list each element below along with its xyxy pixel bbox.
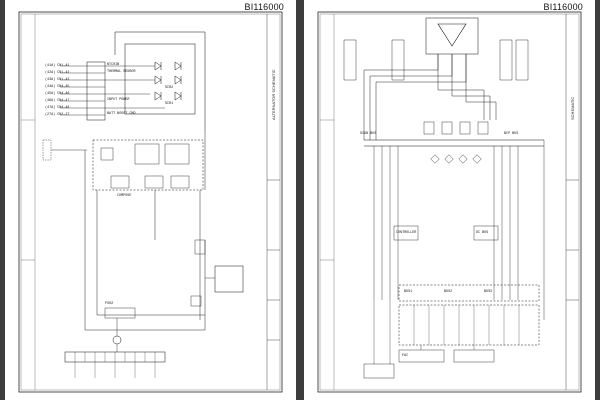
block-label: COMPOSE [117, 194, 132, 198]
title-block-text: SCHEMATIC [570, 96, 575, 120]
terminal-label: NTC0IB [107, 63, 120, 67]
block-label: CONTROLLER [396, 231, 417, 235]
terminal-label: THERMAL SENSOR [107, 70, 136, 74]
schematic-sheet-left: BI116000 (41A) CN1-41 (42A) CN1-42 (43A)… [5, 0, 296, 400]
connector-label: BUS1 [404, 290, 413, 294]
terminal-label: INPUT POWER [107, 98, 130, 102]
block-label: BATT BOOST CMD [107, 112, 136, 116]
schematic-drawing-left [18, 11, 283, 393]
drawing-code: BI116000 [543, 2, 583, 12]
title-block-text: ALTERNATOR SCHEMATIC [271, 69, 276, 120]
schematic-sheet-right: BI116000 SIGN BUS BCP BUS BUS1 BUS2 BUS3… [304, 0, 595, 400]
terminal-label: SCR2 [165, 86, 174, 90]
connector-label: (44A) CN4-45 [45, 85, 70, 89]
block-label: DC BUS [476, 231, 489, 235]
connector-label: BUS3 [484, 290, 493, 294]
block-label: FS02 [105, 302, 114, 306]
connector-label: (41A) CN1-41 [45, 64, 70, 68]
connector-label: BUS2 [444, 290, 453, 294]
connector-label: (43A) CN1-43 [45, 78, 70, 82]
block-label: FAC [402, 354, 409, 358]
connector-label: (46A) CN4-47 [45, 99, 70, 103]
connector-label: (45A) CN4-46 [45, 92, 70, 96]
connector-label: (27A) CN2-27 [45, 113, 70, 117]
drawing-code: BI116000 [244, 2, 284, 12]
terminal-label: SCR1 [165, 102, 174, 106]
connector-label: SIGN BUS [360, 132, 377, 136]
connector-label: (47A) CN4-48 [45, 106, 70, 110]
connector-label: BCP BUS [504, 132, 519, 136]
schematic-drawing-right [317, 11, 582, 393]
connector-label: (42A) CN1-42 [45, 71, 70, 75]
